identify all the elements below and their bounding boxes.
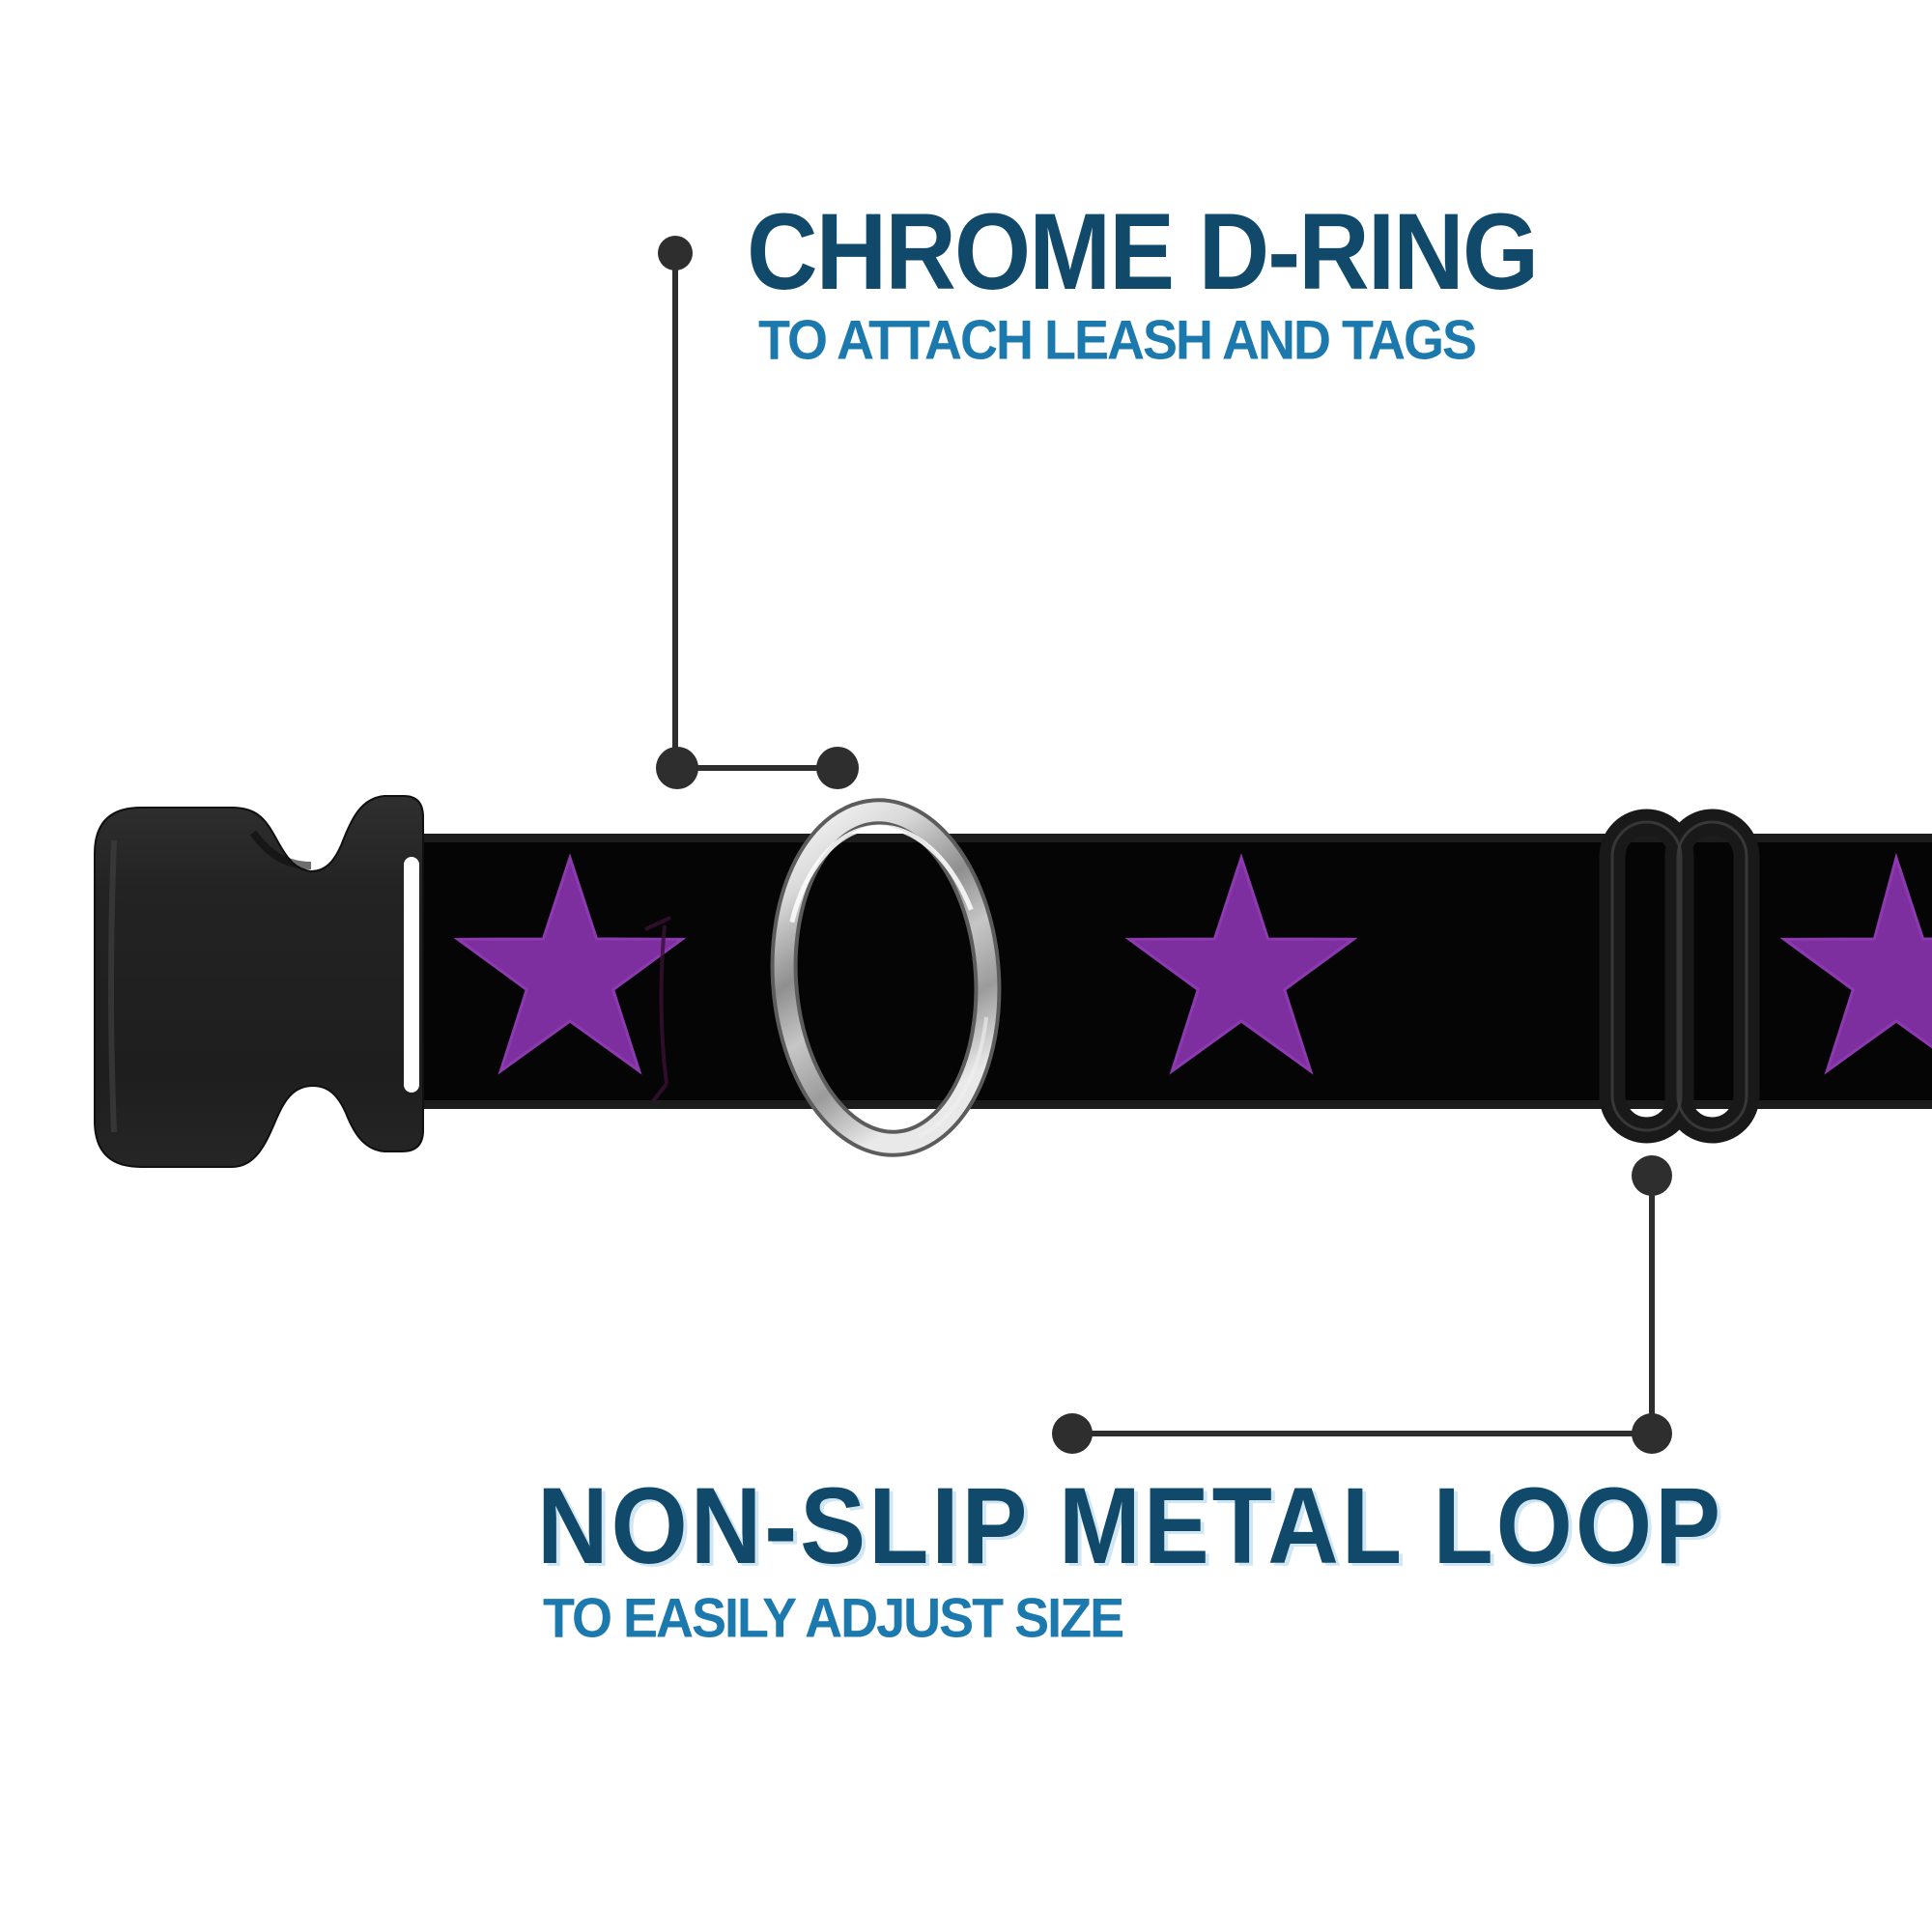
star-right <box>1779 852 1932 1075</box>
d-ring-highlight <box>789 824 974 923</box>
callout-line-vertical <box>672 253 678 768</box>
buckle-slot-gap <box>404 857 419 1093</box>
chrome-d-ring <box>770 798 1002 1157</box>
callout-line-horizontal <box>677 765 838 771</box>
slider-highlight-right <box>1676 820 1748 1132</box>
buckle-notch-shadow <box>249 830 312 869</box>
strap-bottom-edge <box>417 1100 1932 1109</box>
adjustment-slider <box>1599 809 1760 1144</box>
metal-loop-title: NON-SLIP METAL LOOP <box>537 1465 1724 1587</box>
callout-line-horizontal <box>1072 1431 1652 1436</box>
star-left <box>453 853 687 1075</box>
webbing-strap <box>417 834 1932 1109</box>
slider-highlight-left <box>1610 820 1683 1132</box>
callout-line-vertical <box>1649 1176 1655 1434</box>
metal-loop-subtitle: TO EASILY ADJUST SIZE <box>543 1587 1124 1650</box>
star-middle <box>1124 853 1358 1075</box>
plastic-buckle <box>94 795 424 1168</box>
d-ring-subtitle: TO ATTACH LEASH AND TAGS <box>758 309 1477 372</box>
d-ring-title: CHROME D-RING <box>747 191 1539 313</box>
callout-dot <box>1052 1413 1093 1454</box>
d-ring-lower-sheen <box>918 1016 989 1138</box>
callout-dot <box>816 747 859 789</box>
buckle-highlight <box>108 839 117 1133</box>
star-distress-mark <box>644 916 671 1103</box>
strap-top-edge <box>417 834 1932 842</box>
